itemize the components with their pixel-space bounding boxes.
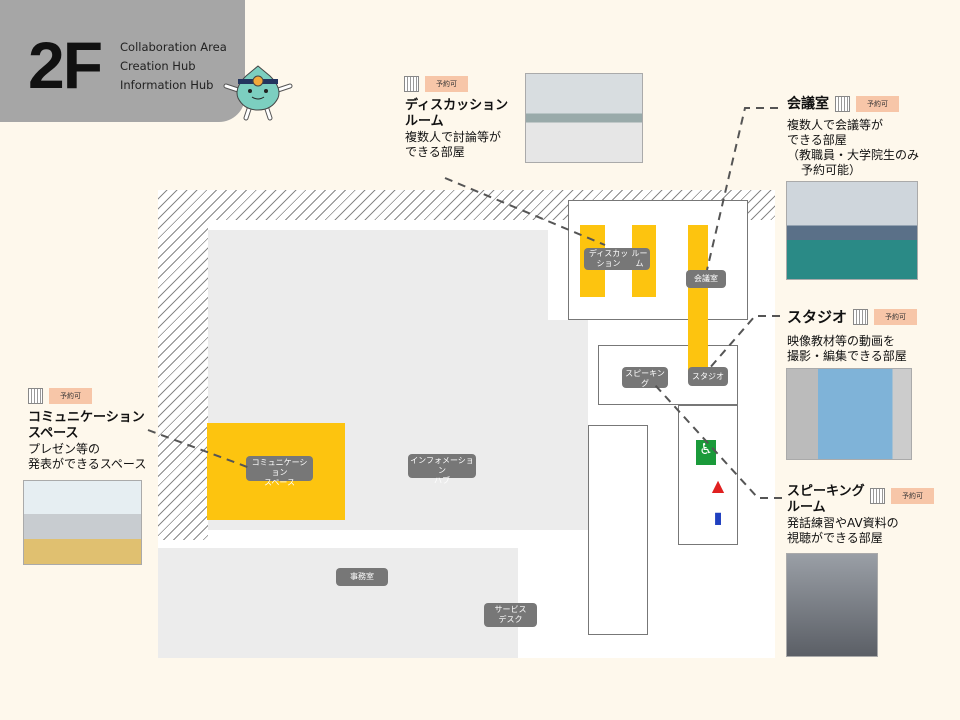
map-label-service-desk[interactable]: サービスデスク [484,603,537,627]
floor-header [0,0,245,122]
map-label-communication-space[interactable]: コミュニケーションスペース [246,456,313,487]
meeting-room-info: 複数人で会議等が できる部屋 （教職員・大学院生のみ 予約可能） [787,118,920,177]
discussion-room-photo [525,73,643,163]
map-label-information-hub[interactable]: インフォメーションハブ [408,454,476,485]
building-icon [835,96,850,112]
floor-number: 2F [28,28,103,102]
mascot-icon [223,65,293,121]
building-icon [28,388,43,404]
building-icon [404,76,419,92]
zone-name: Collaboration Area [120,40,227,54]
reservable-badge: 予約可 [874,309,918,325]
map-label-speaking-room[interactable]: スピーキングルーム [622,367,668,398]
studio-photo [786,368,912,460]
map-label-discussion-room[interactable]: ディスカッションルーム [584,248,650,270]
map-label-office[interactable]: 事務室 [336,568,388,586]
building-icon [870,488,885,504]
reservable-badge: 予約可 [49,388,92,404]
communication-space-info: コミュニケーション スペース プレゼン等の 発表ができるスペース [28,410,147,471]
communication-space-photo [23,480,142,565]
floor-plan: ディスカッションルーム 会議室 スピーキングルーム スタジオ コミュニケーション… [158,190,775,658]
discussion-room-info: ディスカッション ルーム 複数人で討論等が できる部屋 [405,98,509,159]
wheelchair-restroom-icon: ♿ [696,440,716,465]
map-label-studio[interactable]: スタジオ [688,367,728,386]
studio-area[interactable] [688,345,708,373]
male-restroom-icon: ▮ [713,508,723,527]
zone-name: Creation Hub [120,59,196,73]
reservable-badge: 予約可 [891,488,934,504]
female-restroom-icon: ▲ [711,476,725,495]
speaking-room-photo [786,553,878,657]
map-label-meeting-room[interactable]: 会議室 [686,270,726,288]
studio-title: スタジオ [787,308,848,326]
meeting-room-area[interactable] [688,225,708,372]
meeting-room-title: 会議室 [787,96,829,112]
zone-list: Collaboration Area Creation Hub Informat… [120,38,227,95]
reservable-badge: 予約可 [425,76,468,92]
reservable-badge: 予約可 [856,96,899,112]
zone-name: Information Hub [120,78,214,92]
speaking-room-info: スピーキング ルーム 発話練習やAV資料の 視聴ができる部屋 [787,484,899,545]
studio-info: 映像教材等の動画を 撮影・編集できる部屋 [787,334,907,363]
meeting-room-photo [786,181,918,280]
building-icon [853,309,869,325]
